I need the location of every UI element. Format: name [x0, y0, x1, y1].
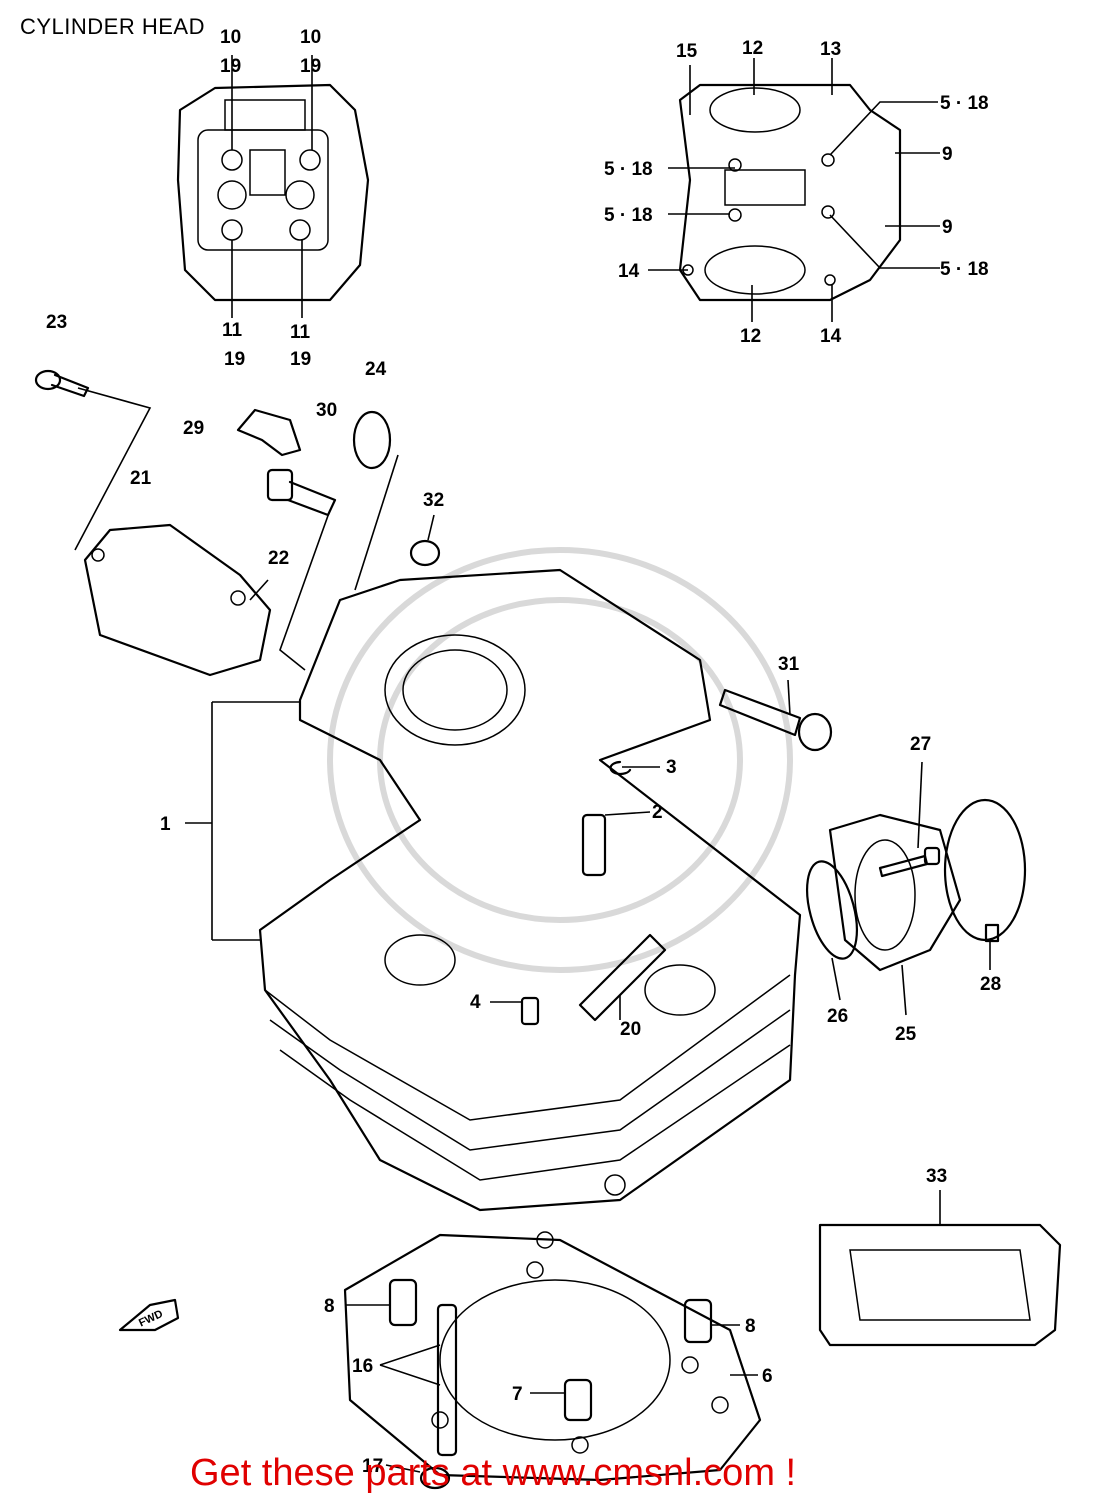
washer-17	[419, 1466, 451, 1490]
callout-19: 19	[220, 56, 241, 77]
callout-32: 32	[423, 490, 444, 511]
bolt-31	[718, 688, 833, 752]
callout-8: 8	[745, 1316, 756, 1337]
callout-19: 19	[224, 349, 245, 370]
o-ring-26	[806, 860, 858, 960]
callout-27: 27	[910, 734, 931, 755]
callout-12: 12	[740, 326, 761, 347]
callout-11: 11	[290, 322, 311, 343]
bolt-23	[34, 369, 90, 398]
callout-2: 2	[652, 802, 663, 823]
callout-13: 13	[820, 39, 841, 60]
callout-4: 4	[470, 992, 481, 1013]
callout-9: 9	[942, 217, 953, 238]
valve-guide-2	[581, 813, 607, 877]
callout-5-18: 5 · 18	[940, 93, 989, 114]
callout-7: 7	[512, 1384, 523, 1405]
bolt-27	[878, 846, 941, 878]
cylinder-head	[258, 568, 802, 1212]
callout-11: 11	[222, 320, 243, 341]
callout-29: 29	[183, 418, 204, 439]
leader-lines	[74, 55, 991, 1473]
clip-3	[609, 760, 632, 776]
callout-30: 30	[316, 400, 337, 421]
intake-pipe-25	[828, 813, 962, 972]
gasket-33	[818, 1223, 1062, 1347]
promo-footer-text: Get these parts at www.cmsnl.com !	[190, 1452, 797, 1494]
callout-33: 33	[926, 1166, 947, 1187]
callout-3: 3	[666, 757, 677, 778]
callout-5-18: 5 · 18	[940, 259, 989, 280]
spark-plug-20	[578, 933, 667, 1022]
callout-20: 20	[620, 1019, 641, 1040]
dowel-8-right	[683, 1298, 713, 1344]
head-top-view	[176, 83, 370, 302]
head-side-cover	[83, 523, 272, 677]
watermark-logo	[327, 547, 793, 973]
head-bottom-view	[678, 83, 902, 302]
diagram-title: CYLINDER HEAD	[20, 14, 205, 39]
callout-6: 6	[762, 1366, 773, 1387]
clamp-28	[943, 798, 1027, 943]
callout-1: 1	[160, 814, 171, 835]
callout-22: 22	[268, 548, 289, 569]
cap-24	[352, 410, 392, 470]
bracket-29	[236, 408, 337, 517]
callout-9: 9	[942, 144, 953, 165]
dowel-4	[520, 996, 540, 1026]
callout-16: 16	[352, 1356, 373, 1377]
callout-labels: 1 2 3 4 5 · 18 5 · 18 5 · 18 5 · 18 6 7 …	[46, 27, 1001, 1477]
callout-24: 24	[365, 359, 387, 380]
callout-15: 15	[676, 41, 698, 62]
callout-25: 25	[895, 1024, 917, 1045]
callout-28: 28	[980, 974, 1001, 995]
callout-10: 10	[220, 27, 241, 48]
dowel-8-left	[388, 1278, 418, 1327]
callout-12: 12	[742, 38, 763, 59]
head-gasket-6	[343, 1231, 762, 1482]
callout-5-18: 5 · 18	[604, 205, 653, 226]
callout-14: 14	[820, 326, 842, 347]
callout-17: 17	[362, 1456, 383, 1477]
callout-5-18: 5 · 18	[604, 159, 653, 180]
callout-8: 8	[324, 1296, 335, 1317]
callout-23: 23	[46, 312, 67, 333]
nut-32	[409, 539, 441, 567]
callout-21: 21	[130, 468, 152, 489]
callout-10: 10	[300, 27, 321, 48]
callout-19: 19	[300, 56, 321, 77]
callout-31: 31	[778, 654, 800, 675]
callout-14: 14	[618, 261, 640, 282]
stud-16	[436, 1303, 458, 1457]
front-arrow-icon	[118, 1298, 180, 1332]
callout-19: 19	[290, 349, 311, 370]
callout-26: 26	[827, 1006, 848, 1027]
dowel-7	[563, 1378, 593, 1422]
